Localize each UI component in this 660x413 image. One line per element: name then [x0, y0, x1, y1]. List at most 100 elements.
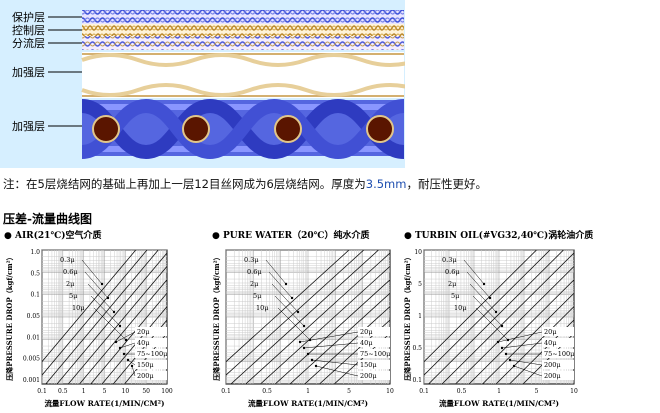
- label-dot: [118, 346, 122, 350]
- label-dot: [500, 346, 504, 350]
- label-dot: [106, 296, 110, 300]
- y-tick-label: 0.5: [30, 270, 40, 277]
- x-tick-label: 1: [306, 388, 310, 395]
- label-leader: [475, 307, 509, 341]
- note-thickness-value: 3.5mm: [365, 177, 407, 191]
- sintered-mesh-cross-section: 保护层 控制层 分流层 加强层 加强层: [0, 0, 405, 168]
- layer-label-control: 控制层: [12, 23, 45, 37]
- label-leader: [131, 365, 136, 377]
- series-label: 2μ: [250, 280, 258, 288]
- label-leader: [268, 271, 293, 299]
- series-line: [424, 250, 537, 363]
- x-axis-label: 流量FLOW RATE(1/MIN/CM²): [439, 398, 559, 408]
- label-leader: [84, 271, 109, 299]
- x-tick-label: 0.5: [58, 388, 68, 395]
- layer-label-protect: 保护层: [12, 10, 45, 24]
- series-label: 200μ: [544, 361, 561, 369]
- label-dot: [122, 352, 126, 356]
- series-label: 150μ: [360, 361, 377, 369]
- y-tick-label: 1.0: [30, 249, 40, 256]
- series-label: 0.6μ: [247, 268, 262, 276]
- series-label: 75~100μ: [544, 350, 574, 358]
- series-line: [226, 250, 350, 363]
- label-bg: [135, 349, 167, 358]
- x-tick-label: 0.1: [419, 388, 429, 395]
- series-line: [455, 265, 574, 384]
- series-line: [482, 292, 574, 384]
- series-line: [495, 306, 574, 384]
- label-leader: [469, 283, 497, 313]
- x-tick-label: 5: [103, 388, 107, 395]
- label-bg: [542, 327, 574, 336]
- label-leader: [119, 342, 136, 349]
- label-leader: [501, 342, 543, 349]
- series-label: 40μ: [360, 339, 373, 347]
- series-line: [274, 279, 390, 384]
- series-line: [424, 250, 551, 376]
- series-label: 75~100μ: [360, 350, 390, 358]
- series-label: 40μ: [137, 339, 150, 347]
- series-label: 200μ: [360, 372, 377, 380]
- series-line: [45, 250, 159, 384]
- x-axis-label: 流量FLOW RATE(1/MIN/CM²): [248, 398, 368, 408]
- note-text: 注：在5层烧结网的基础上再加上一层12目丝网成为6层烧结网。厚度为3.5mm，耐…: [3, 177, 487, 191]
- series-line: [56, 252, 167, 384]
- series-label: 0.6μ: [63, 268, 78, 276]
- label-dot: [512, 364, 516, 368]
- wire-cross-section: [274, 115, 302, 143]
- series-label: 200μ: [137, 372, 154, 380]
- label-dot: [114, 340, 118, 344]
- label-dot: [482, 282, 486, 286]
- label-dot: [504, 352, 508, 356]
- label-leader: [472, 295, 503, 327]
- series-label: 5μ: [253, 292, 261, 300]
- y-tick-label: 0.1: [30, 292, 40, 299]
- label-leader: [81, 259, 103, 285]
- series-label: 40μ: [544, 339, 557, 347]
- series-label: 200μ: [544, 372, 561, 380]
- x-tick-label: 1: [82, 388, 86, 395]
- y-axis-label: 压降PRESSURE DROP（kgf/cm²）: [5, 253, 14, 380]
- label-leader: [299, 331, 359, 343]
- series-line: [245, 252, 390, 384]
- series-line: [42, 250, 148, 376]
- label-leader: [463, 259, 485, 285]
- series-line: [226, 250, 365, 376]
- x-tick-label: 0.1: [37, 388, 47, 395]
- split-layer-band: [82, 36, 404, 50]
- layer-label-split: 分流层: [12, 36, 45, 50]
- label-dot: [298, 340, 302, 344]
- label-dot: [488, 296, 492, 300]
- label-bg: [358, 360, 390, 369]
- y-tick-label: 0.001: [23, 377, 40, 384]
- series-label: 10μ: [454, 304, 467, 312]
- wire-cross-section: [182, 115, 210, 143]
- label-dot: [496, 340, 500, 344]
- label-bg: [542, 360, 574, 369]
- reinforce-layer-band-1: [81, 52, 405, 98]
- label-dot: [306, 352, 310, 356]
- series-label: 10μ: [72, 304, 85, 312]
- reinforce-layer-band-2: [81, 98, 405, 160]
- x-tick-label: 100: [161, 388, 173, 395]
- y-tick-label: 0.05: [27, 313, 41, 320]
- y-tick-label: 0.005: [23, 356, 40, 363]
- series-line: [509, 319, 574, 384]
- series-line: [90, 292, 167, 384]
- label-bg: [358, 371, 390, 380]
- label-dot: [302, 346, 306, 350]
- label-leader: [127, 359, 136, 366]
- label-leader: [497, 331, 543, 343]
- label-bg: [135, 360, 167, 369]
- label-dot: [314, 364, 318, 368]
- label-dot: [310, 358, 314, 362]
- label-leader: [87, 283, 115, 313]
- label-bg: [358, 327, 390, 336]
- label-bg: [135, 371, 167, 380]
- layer-label-reinforce-1: 加强层: [12, 66, 45, 79]
